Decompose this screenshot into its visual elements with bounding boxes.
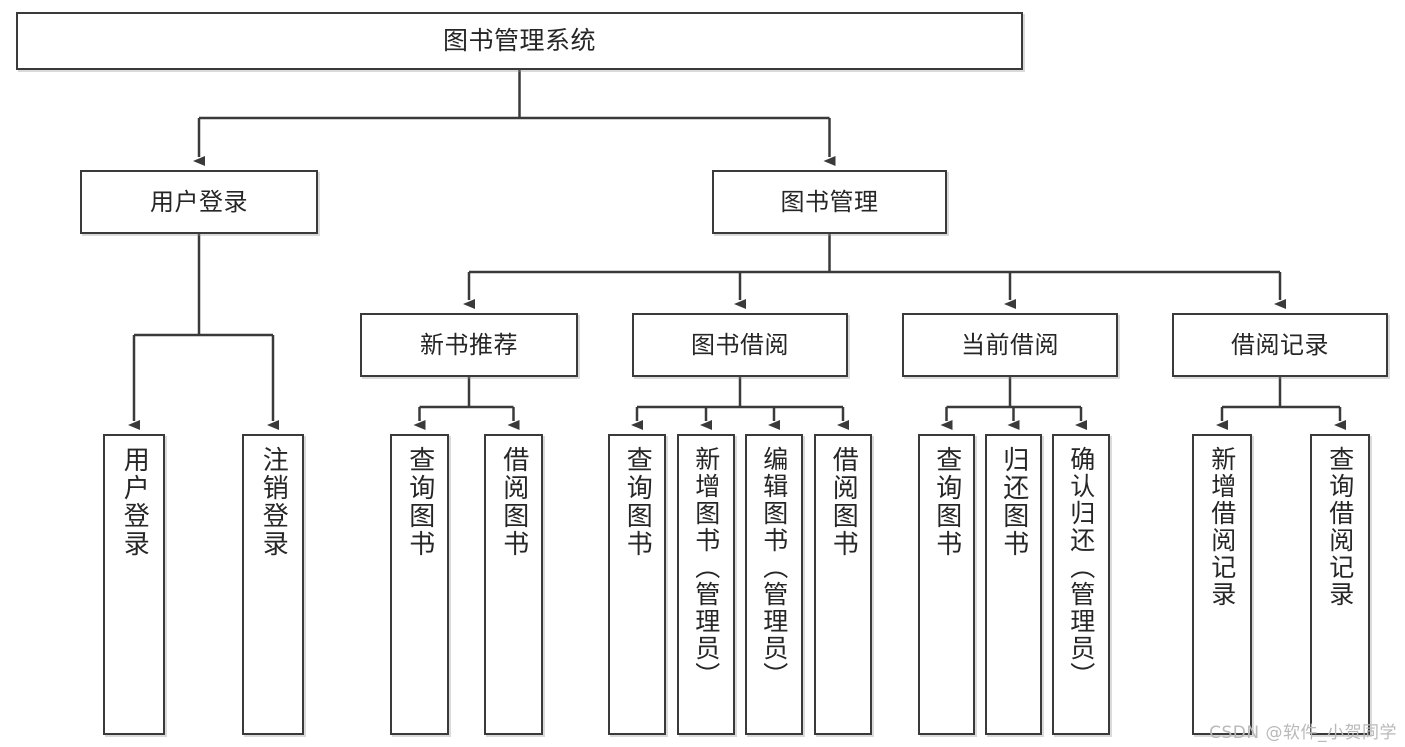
node-label: 查询图书 [622,446,653,558]
node-leaf-query-record[interactable]: 查询借阅记录 [1310,434,1370,735]
node-label: 注销登录 [258,446,289,558]
node-label: 新增图书（管理员） [691,446,721,689]
node-user-login[interactable]: 用户登录 [80,170,318,234]
node-label: 查询图书 [931,446,962,558]
node-label: 新增借阅记录 [1207,446,1237,608]
node-label: 图书管理系统 [442,26,596,56]
node-leaf-query-book-1[interactable]: 查询图书 [390,434,449,735]
node-label: 新书推荐 [420,330,518,359]
node-label: 确认归还（管理员） [1066,446,1096,689]
node-label: 用户登录 [119,446,150,558]
node-leaf-user-login[interactable]: 用户登录 [103,434,165,735]
node-borrow-record[interactable]: 借阅记录 [1172,313,1388,377]
node-root[interactable]: 图书管理系统 [16,12,1023,70]
node-leaf-return-book[interactable]: 归还图书 [985,434,1042,735]
node-book-borrow[interactable]: 图书借阅 [632,313,848,377]
node-label: 借阅图书 [828,446,859,558]
node-label: 归还图书 [998,446,1029,558]
node-leaf-borrow-book-2[interactable]: 借阅图书 [814,434,872,735]
node-leaf-add-record[interactable]: 新增借阅记录 [1192,434,1252,735]
node-label: 借阅图书 [498,446,529,558]
node-leaf-user-logout[interactable]: 注销登录 [242,434,304,735]
node-current-borrow[interactable]: 当前借阅 [902,313,1118,377]
node-label: 查询图书 [404,446,435,558]
node-label: 用户登录 [150,187,248,216]
node-label: 图书管理 [780,187,879,216]
node-leaf-query-book-2[interactable]: 查询图书 [608,434,666,735]
node-new-book-rec[interactable]: 新书推荐 [360,313,578,377]
node-book-manage[interactable]: 图书管理 [712,170,947,234]
node-leaf-edit-book[interactable]: 编辑图书（管理员） [745,434,803,735]
node-label: 借阅记录 [1231,330,1329,359]
csdn-watermark: CSDN @软件_小贺同学 [1209,723,1397,743]
node-leaf-confirm-return[interactable]: 确认归还（管理员） [1052,434,1110,735]
node-label: 当前借阅 [961,330,1059,359]
node-label: 查询借阅记录 [1325,446,1355,608]
node-leaf-query-book-3[interactable]: 查询图书 [918,434,975,735]
node-leaf-add-book[interactable]: 新增图书（管理员） [677,434,735,735]
node-leaf-borrow-book-1[interactable]: 借阅图书 [484,434,543,735]
node-label: 图书借阅 [691,330,789,359]
node-label: 编辑图书（管理员） [759,446,789,689]
